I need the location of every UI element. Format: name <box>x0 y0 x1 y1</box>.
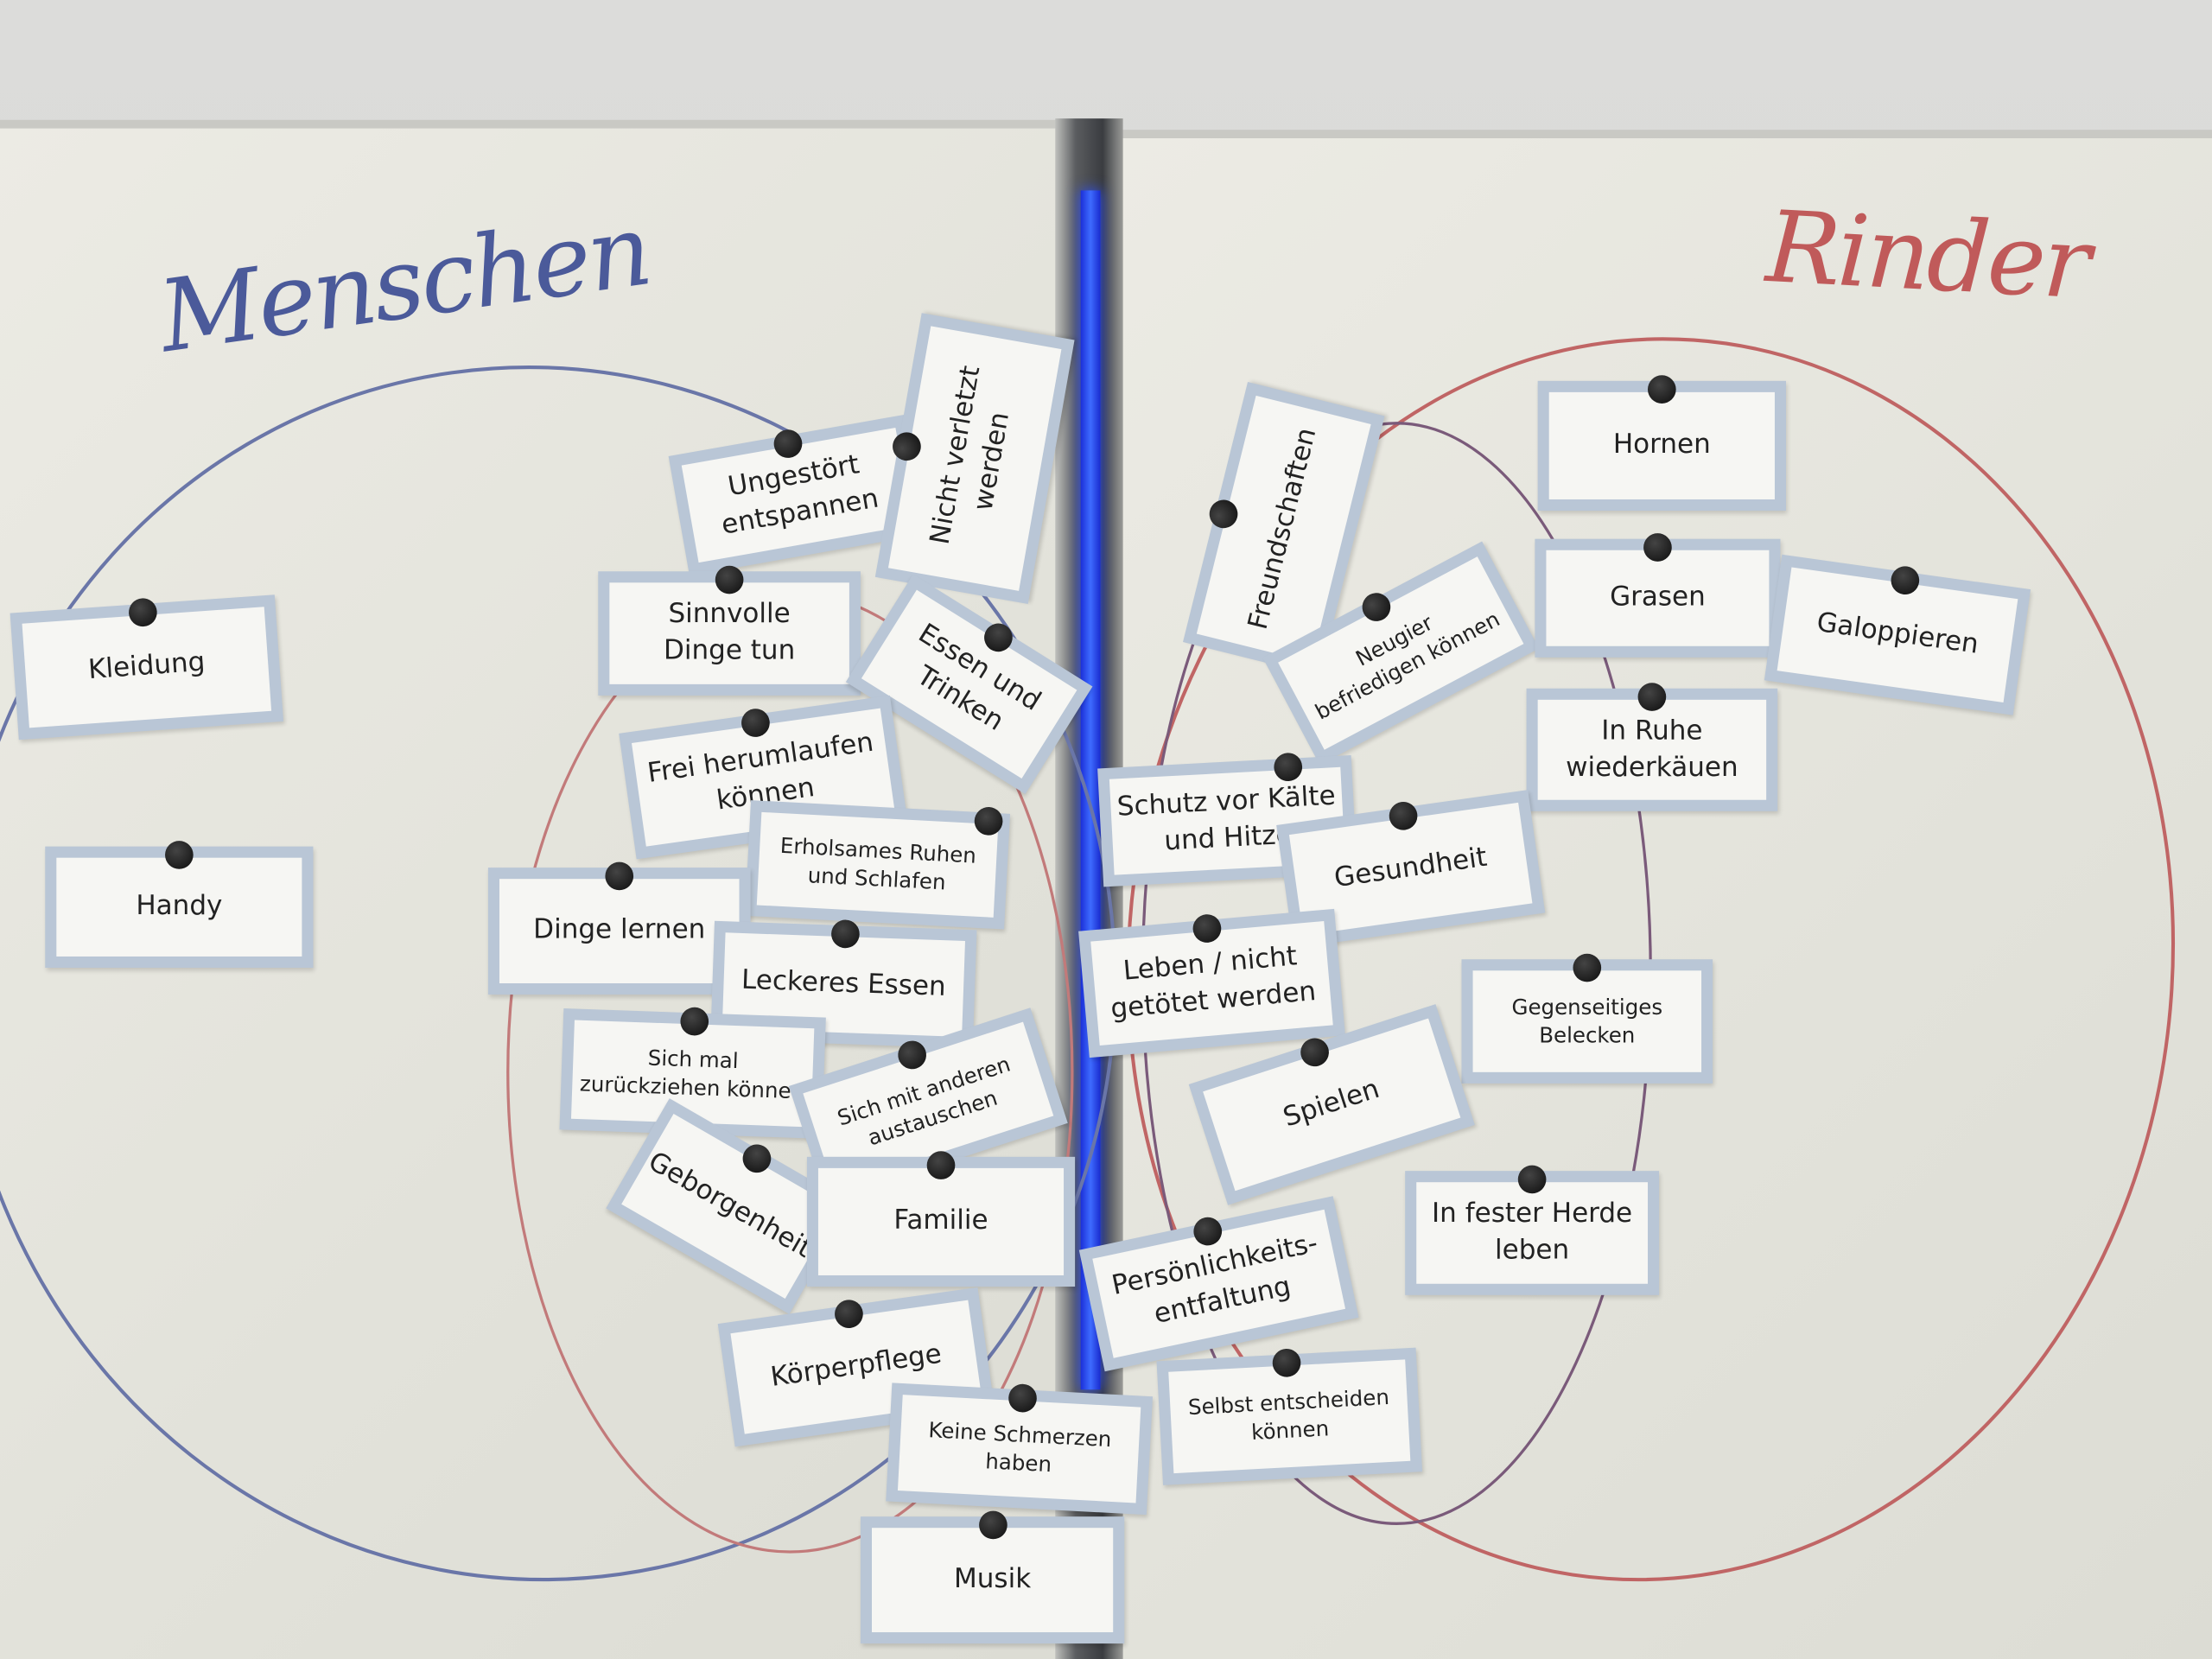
card[interactable]: In Ruhe wiederkäuen <box>1526 683 1778 811</box>
magnet-icon <box>715 565 744 594</box>
card-label: Grasen <box>1546 550 1770 646</box>
card-label: Hornen <box>1548 391 1775 499</box>
card[interactable]: Gegenseitiges Belecken <box>1461 953 1713 1084</box>
card[interactable]: Grasen <box>1535 533 1781 658</box>
card-label: In fester Herde leben <box>1416 1182 1648 1284</box>
card[interactable]: Kleidung <box>10 594 284 741</box>
magnet-icon <box>926 1151 956 1179</box>
card[interactable]: Leben / nicht getötet werden <box>1078 908 1345 1058</box>
card[interactable]: Erholsames Ruhen und Schlafen <box>745 800 1011 930</box>
card[interactable]: Musik <box>860 1510 1125 1644</box>
card-label: Sinnvolle Dinge tun <box>609 582 849 684</box>
magnet-icon <box>1517 1165 1547 1194</box>
card[interactable]: Keine Schmerzen haben <box>886 1382 1154 1516</box>
card[interactable]: In fester Herde leben <box>1405 1165 1660 1295</box>
card-label: Dinge lernen <box>499 879 740 983</box>
card[interactable]: Handy <box>45 841 314 969</box>
magnet-icon <box>1647 375 1676 404</box>
card[interactable]: Hornen <box>1537 375 1786 512</box>
card-label: In Ruhe wiederkäuen <box>1537 699 1767 800</box>
card[interactable]: Sinnvolle Dinge tun <box>598 565 861 696</box>
magnet-icon <box>165 841 194 869</box>
blue-light-strip <box>1080 190 1101 1390</box>
card-label: Handy <box>56 857 302 957</box>
magnet-icon <box>1573 953 1602 982</box>
title-rinder: Rinder <box>1763 188 2091 322</box>
right-outer-ellipse <box>1126 337 2176 1582</box>
card-label: Erholsames Ruhen und Schlafen <box>756 811 999 918</box>
magnet-icon <box>1637 683 1667 711</box>
magnet-icon <box>1643 533 1672 562</box>
card[interactable]: Familie <box>806 1151 1076 1287</box>
magnet-icon <box>605 861 634 891</box>
card-label: Familie <box>817 1167 1065 1275</box>
card[interactable]: Selbst entscheiden können <box>1156 1347 1423 1485</box>
magnet-icon <box>978 1510 1007 1540</box>
card-label: Musik <box>872 1528 1114 1633</box>
card-label: Gegenseitiges Belecken <box>1472 970 1702 1072</box>
left-outer-ellipse <box>0 365 1117 1582</box>
card[interactable]: Dinge lernen <box>487 861 751 995</box>
